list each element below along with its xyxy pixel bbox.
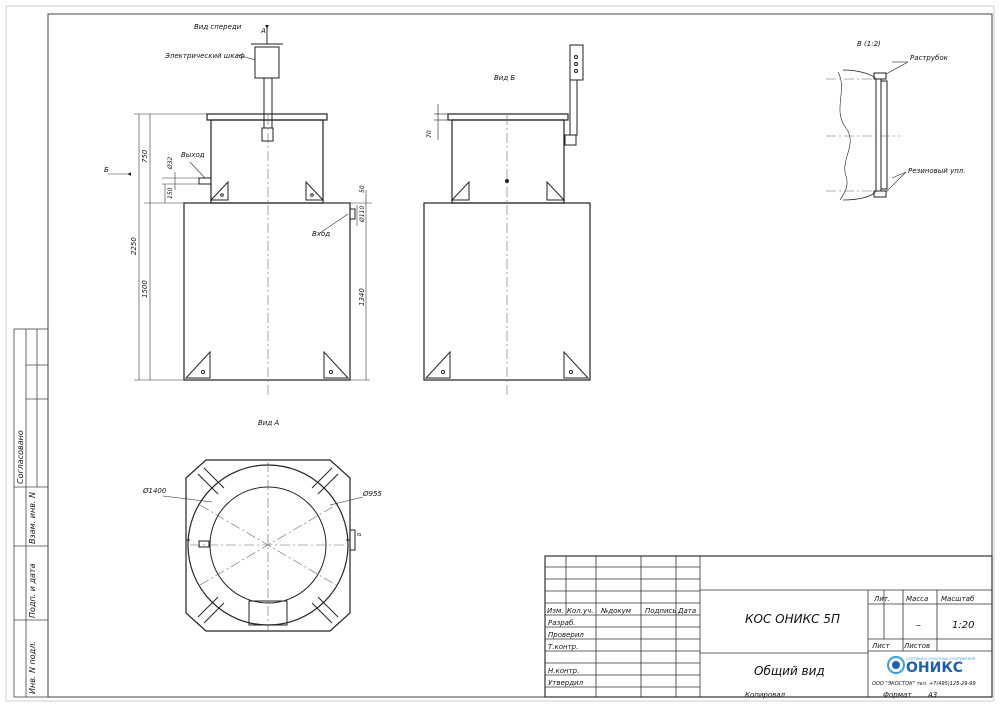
header-izm: Изм. — [547, 607, 563, 615]
header-kol: Кол.уч. — [567, 607, 593, 615]
header-doc: №докум — [600, 607, 632, 615]
sheet-title: Общий вид — [754, 664, 825, 678]
mass-label: Масса — [906, 595, 928, 603]
copied-label: Копировал — [745, 691, 786, 699]
dim-955: Ø955 — [362, 490, 382, 498]
stamp-interchange-inv: Взам. инв. N — [28, 492, 37, 544]
dim-32: Ø32 — [167, 156, 174, 170]
detail-label: В (1:2) — [857, 40, 881, 48]
dim-70: 70 — [426, 130, 433, 138]
outlet-callout: Выход — [181, 151, 205, 159]
lit-label: Лит. — [873, 595, 890, 603]
role-checked: Проверил — [548, 631, 584, 639]
oniks-logo — [887, 656, 905, 674]
dim-small: Б — [357, 532, 363, 536]
front-view — [183, 26, 356, 395]
logo-brand: ОНИКС — [906, 660, 963, 676]
stamp-inv-original: Инв. N подл. — [28, 641, 37, 694]
view-a-label: Вид А — [258, 419, 279, 427]
inner-frame — [47, 13, 993, 698]
header-date: Дата — [677, 607, 696, 615]
front-dimensions — [108, 25, 372, 381]
scale-value: 1:20 — [952, 620, 974, 631]
section-mark-b: Б — [104, 166, 109, 174]
side-stamp — [13, 328, 49, 698]
dim-1340: 1340 — [358, 288, 366, 306]
front-view-label: Вид спереди — [194, 23, 242, 31]
product-name: КОС ОНИКС 5П — [745, 612, 840, 626]
company-line: ООО "ЭКОСТОК" тел. +7(495)125-29-99 — [872, 681, 976, 687]
dim-50: 50 — [359, 185, 366, 193]
dim-1400: Ø1400 — [142, 487, 167, 495]
dim-110: Ø110 — [359, 206, 366, 223]
format-value: А3 — [927, 691, 937, 699]
header-sign: Подпись — [645, 607, 677, 615]
dim-150: 150 — [167, 187, 174, 199]
role-approved: Утвердил — [548, 679, 584, 687]
role-norm-control: Н.контр. — [548, 667, 579, 675]
stamp-sign-date: Подп. и дата — [28, 563, 37, 618]
dim-2250: 2250 — [130, 237, 138, 255]
role-tech-control: Т.контр. — [548, 643, 578, 651]
side-view-b — [423, 44, 591, 395]
view-b-label: Вид Б — [494, 74, 515, 82]
scale-label: Масштаб — [941, 595, 975, 603]
rubber-seal-callout: Резиновый упл. — [908, 167, 966, 175]
outer-border — [5, 5, 995, 702]
labels: Вид спереди А Электрический шкаф Выход В… — [16, 23, 976, 699]
mass-value: – — [916, 620, 921, 631]
sheet-label: Лист — [871, 642, 891, 650]
dim-750: 750 — [141, 149, 149, 163]
inlet-callout: Вход — [312, 230, 330, 238]
format-label: Формат — [883, 691, 912, 699]
stamp-agreed: Согласовано — [16, 430, 25, 484]
socket-callout: Раструбок — [910, 54, 949, 62]
electric-cabinet-callout: Электрический шкаф — [164, 52, 245, 60]
title-block-grid — [544, 555, 993, 698]
sheets-label: Листов — [903, 642, 930, 650]
logo-tagline: СЕПТИКИ И ОЧИСТНЫЕ СООРУЖЕНИЯ — [906, 657, 976, 661]
dim-1500: 1500 — [141, 280, 149, 298]
top-view-a — [162, 459, 364, 632]
role-developer: Разраб. — [548, 619, 576, 627]
detail-view-v — [826, 61, 909, 201]
section-mark-a: А — [260, 27, 266, 35]
